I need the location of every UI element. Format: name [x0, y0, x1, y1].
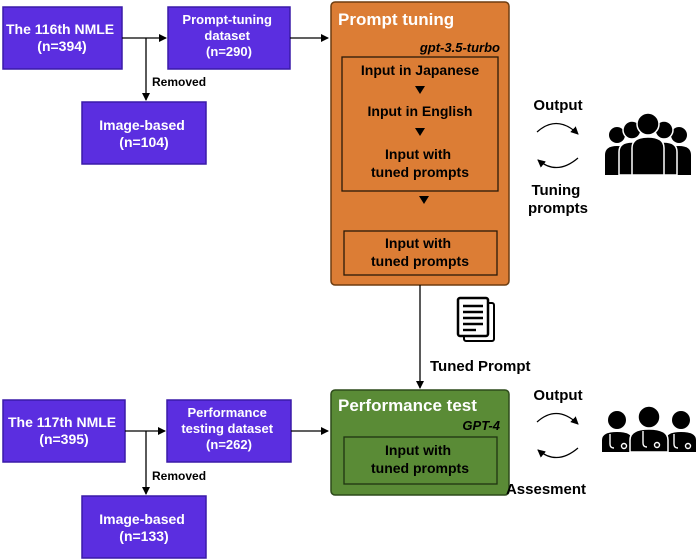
image-based-top-box — [81, 101, 207, 165]
test-output-arrow — [536, 412, 579, 425]
tuning-final-box — [343, 230, 498, 276]
test-feedback-label: Assesment — [506, 481, 586, 498]
test-model-label: GPT-4 — [462, 418, 500, 433]
performance-testing-dataset-label: Performance testing dataset (n=262) — [181, 405, 276, 452]
tuning-feedback-arrow — [537, 157, 579, 169]
test-output-label: Output — [533, 387, 582, 404]
people-group-icon — [605, 112, 691, 176]
performance-test-title: Performance test — [338, 396, 477, 415]
tuned-prompt-label: Tuned Prompt — [430, 358, 531, 375]
removed-top-label: Removed — [152, 75, 206, 89]
step-japanese-label: Input in Japanese — [361, 62, 479, 78]
tuning-feedback-label: Tuning prompts — [528, 182, 588, 217]
tuning-model-label: gpt-3.5-turbo — [419, 40, 500, 55]
doctors-group-icon — [602, 405, 696, 453]
prompt-tuning-dataset-label: Prompt-tuning dataset (n=290) — [182, 12, 275, 59]
step-english-label: Input in English — [368, 103, 473, 119]
step-down-arrow-1 — [415, 86, 425, 94]
tuning-steps-box — [341, 56, 499, 192]
nmle-116-label: The 116th NMLE (n=394) — [6, 21, 118, 54]
test-input-label: Input with tuned prompts — [371, 442, 469, 476]
prompt-tuning-title: Prompt tuning — [338, 10, 454, 29]
image-based-bottom-label: Image-based (n=133) — [99, 511, 188, 544]
image-based-top-label: Image-based (n=104) — [99, 117, 188, 150]
tuning-output-label: Output — [533, 97, 582, 114]
tuning-output-arrow — [536, 122, 579, 135]
test-feedback-arrow — [537, 447, 579, 459]
document-icon — [456, 296, 495, 342]
nmle-116-box — [2, 6, 123, 70]
removed-bottom-label: Removed — [152, 469, 206, 483]
step-down-arrow-3 — [419, 196, 429, 204]
image-based-bottom-box — [81, 495, 207, 559]
step-down-arrow-2 — [415, 128, 425, 136]
tuning-final-label: Input with tuned prompts — [371, 235, 469, 269]
performance-testing-dataset-box — [166, 399, 292, 463]
test-input-box — [343, 436, 498, 485]
performance-test-panel — [330, 389, 510, 496]
nmle-117-box — [2, 399, 126, 463]
step-tuned-label: Input with tuned prompts — [371, 146, 469, 180]
nmle-117-label: The 117th NMLE (n=395) — [8, 414, 120, 447]
